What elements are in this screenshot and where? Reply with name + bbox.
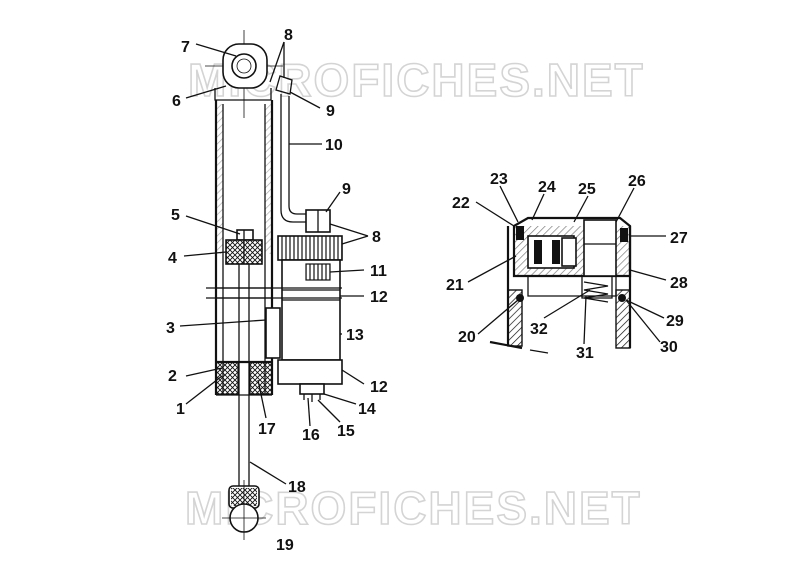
piston-nut — [225, 229, 263, 265]
callout-21: 21 — [446, 277, 464, 294]
bottom-seal-head — [215, 360, 273, 395]
callout-16: 16 — [302, 427, 320, 444]
leader-lines — [179, 41, 667, 485]
callout-19: 19 — [276, 537, 294, 554]
callout-12-lower: 12 — [370, 379, 388, 396]
watermark-bottom: MICROFICHES.NET — [185, 482, 642, 534]
reservoir-hose — [275, 75, 318, 223]
callout-13: 13 — [346, 327, 364, 344]
callout-23: 23 — [490, 171, 508, 188]
callout-4: 4 — [168, 250, 177, 267]
callout-32: 32 — [530, 321, 548, 338]
callout-2: 2 — [168, 368, 177, 385]
callout-17: 17 — [258, 421, 276, 438]
reservoir-canister — [277, 209, 343, 402]
callout-11: 11 — [370, 263, 387, 280]
callout-22: 22 — [452, 195, 470, 212]
callout-14: 14 — [358, 401, 376, 418]
callout-9-lower: 9 — [342, 181, 351, 198]
callout-5: 5 — [171, 207, 180, 224]
callout-24: 24 — [538, 179, 556, 196]
callout-18: 18 — [288, 479, 306, 496]
callout-3: 3 — [166, 320, 175, 337]
callout-27: 27 — [670, 230, 688, 247]
callout-7: 7 — [181, 39, 190, 56]
callout-26: 26 — [628, 173, 646, 190]
callout-9-top: 9 — [326, 103, 335, 120]
callout-8-top: 8 — [284, 27, 293, 44]
callout-31: 31 — [576, 345, 594, 362]
reservoir-bracket — [206, 287, 342, 299]
callout-8-lower: 8 — [372, 229, 381, 246]
bottom-eyelet — [222, 480, 266, 540]
callout-10: 10 — [325, 137, 343, 154]
callout-28: 28 — [670, 275, 688, 292]
callout-30: 30 — [660, 339, 678, 356]
main-shock-assembly — [205, 30, 343, 540]
callout-12-upper: 12 — [370, 289, 388, 306]
callout-6: 6 — [172, 93, 181, 110]
piston-detail-view — [489, 216, 632, 354]
callout-labels: 7 8 6 9 10 9 5 8 4 11 12 3 13 2 12 1 14 … — [166, 27, 688, 554]
callout-25: 25 — [578, 181, 596, 198]
callout-20: 20 — [458, 329, 476, 346]
piston-shaft — [238, 264, 281, 488]
callout-15: 15 — [337, 423, 355, 440]
callout-29: 29 — [666, 313, 684, 330]
callout-1: 1 — [176, 401, 185, 418]
